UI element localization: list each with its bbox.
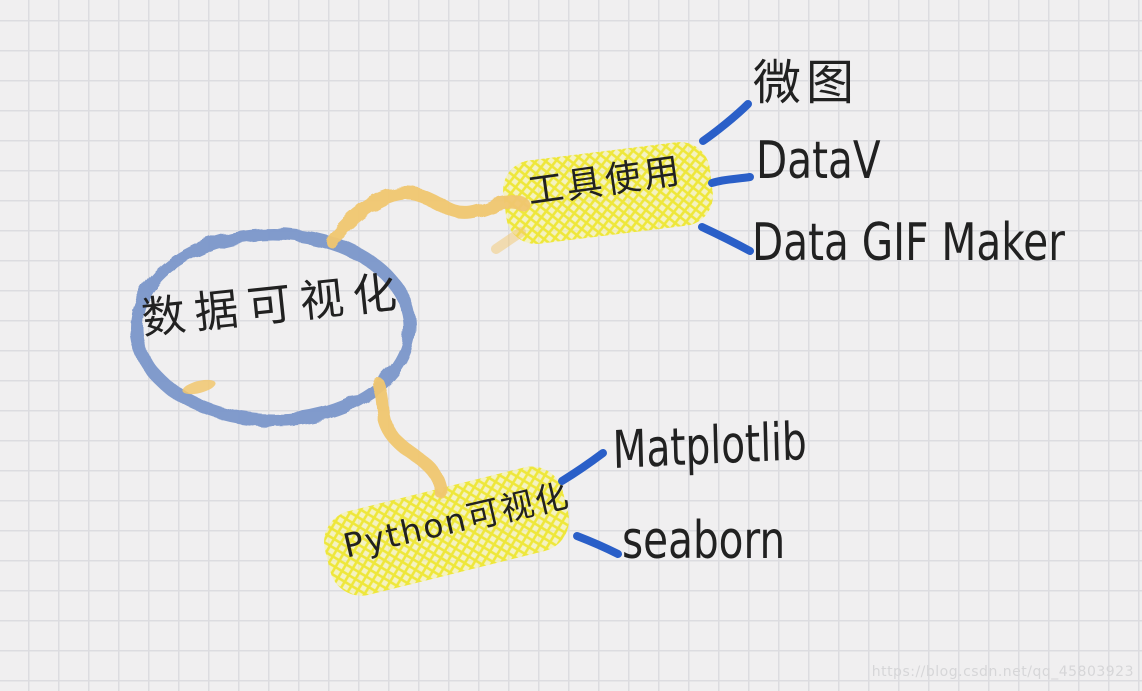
leaf-weitu-label: 微图 [753,55,860,111]
python-node-highlight [324,466,569,596]
connector-root-python [371,377,448,499]
connector-python-seaborn [573,532,622,558]
connector-tools-datav [708,173,754,187]
connector-tools-weitu [699,100,752,145]
leaf-datav-label: DataV [756,131,881,191]
tools-node-highlight [503,142,713,244]
yellow-smudge [182,379,216,395]
connector-python-matplotlib [558,449,607,485]
connector-root-tools [325,186,530,248]
connector-tools-datagif [698,223,754,255]
leaf-data-gif-maker-label: Data GIF Maker [752,213,1065,273]
connector-tools-tail [491,227,526,254]
watermark: https://blog.csdn.net/qq_45803923 [871,664,1134,680]
root-node-ellipse [129,227,417,427]
leaf-seaborn-label: seaborn [622,511,786,571]
leaf-matplotlib-label: Matplotlib [611,411,808,481]
